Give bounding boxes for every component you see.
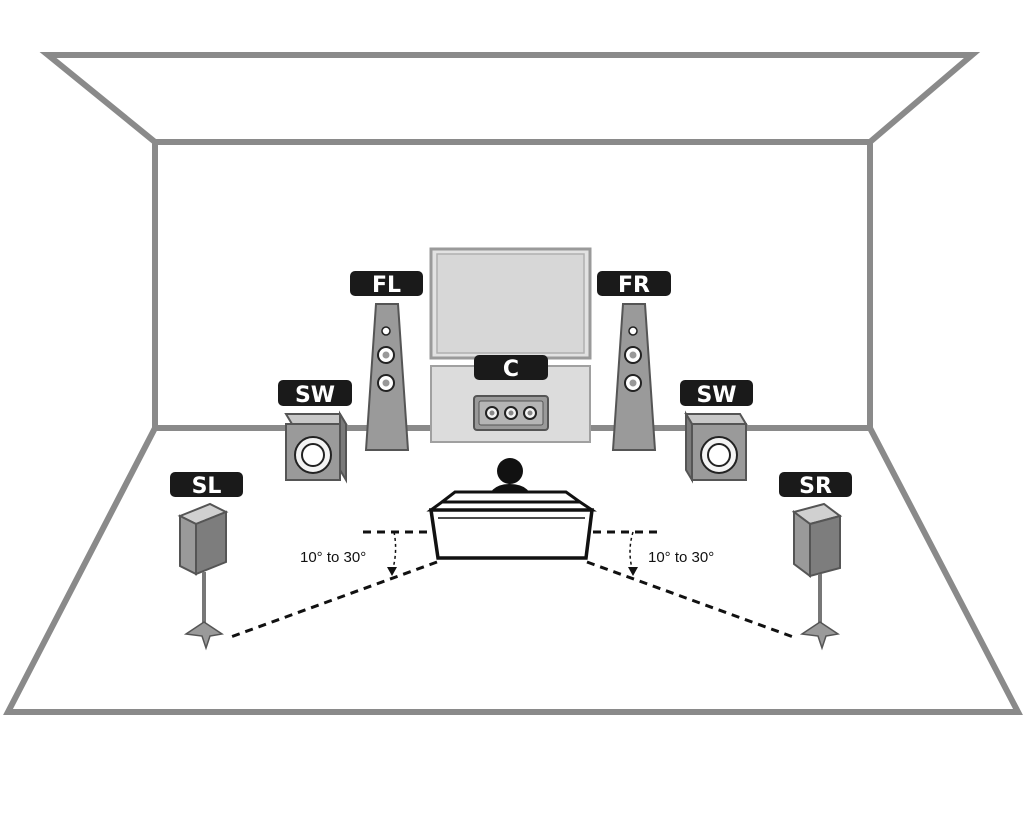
label-sw-right: SW xyxy=(680,380,753,408)
label-c-text: C xyxy=(503,357,519,382)
label-fl: FL xyxy=(350,271,423,298)
label-sw-right-text: SW xyxy=(696,383,736,408)
label-sw-left-text: SW xyxy=(295,383,335,408)
left-angle-arrowhead xyxy=(387,567,397,576)
subwoofer-left xyxy=(284,410,348,484)
room-outer-outline xyxy=(3,52,1023,715)
left-angle-label: 10° to 30° xyxy=(300,549,366,566)
angle-guides xyxy=(227,530,797,640)
sofa xyxy=(426,490,597,560)
label-c: C xyxy=(474,355,548,382)
center-speaker xyxy=(473,395,549,431)
label-sl: SL xyxy=(170,472,243,499)
surround-left-speaker xyxy=(177,502,229,651)
front-right-speaker xyxy=(611,303,657,451)
surround-right-speaker xyxy=(791,502,843,651)
label-sl-text: SL xyxy=(192,474,222,499)
right-surround-direction xyxy=(586,560,797,640)
label-fr: FR xyxy=(597,271,671,298)
right-angle-label: 10° to 30° xyxy=(648,549,714,566)
right-angle-arrowhead xyxy=(628,567,638,576)
label-fl-text: FL xyxy=(372,273,401,298)
left-surround-direction xyxy=(227,560,438,640)
label-sr: SR xyxy=(779,472,852,499)
subwoofer-right xyxy=(684,410,748,484)
label-sw-left: SW xyxy=(278,380,352,408)
label-fr-text: FR xyxy=(618,273,650,298)
front-left-speaker xyxy=(364,303,410,451)
label-sr-text: SR xyxy=(799,474,832,499)
